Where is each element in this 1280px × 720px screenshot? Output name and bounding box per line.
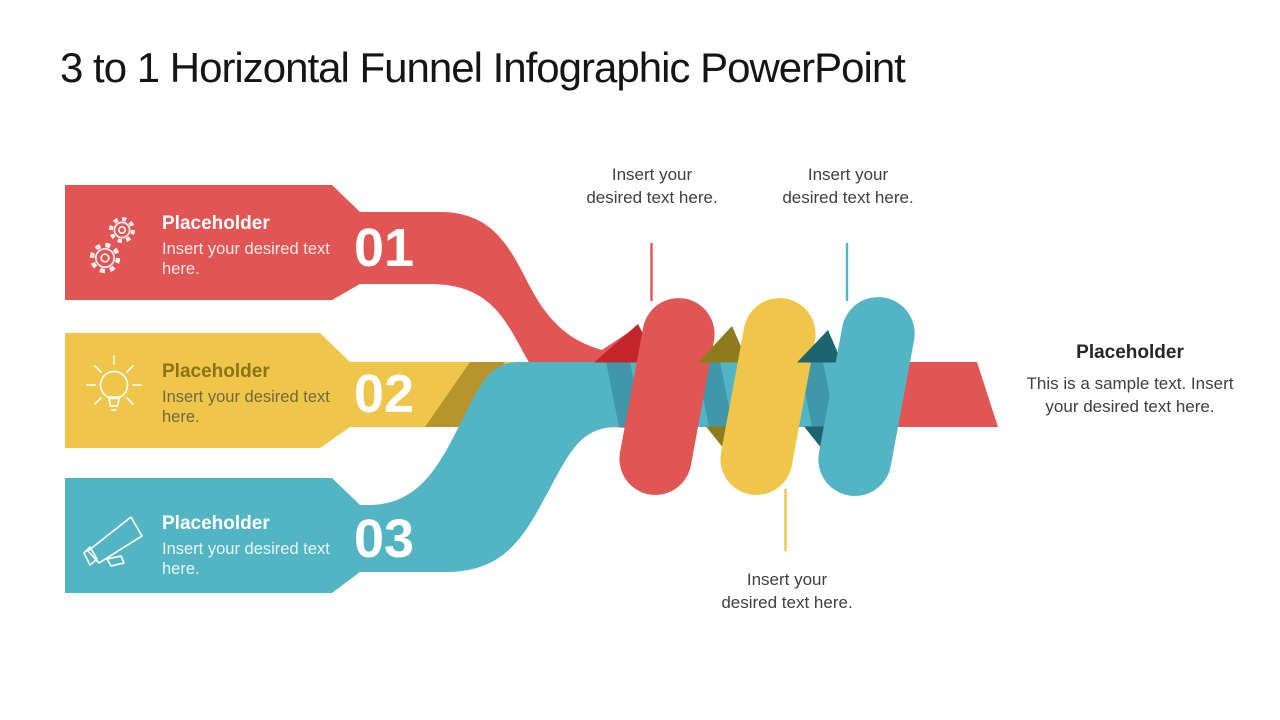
slide-title: 3 to 1 Horizontal Funnel Infographic Pow… xyxy=(60,44,906,91)
gears-icon xyxy=(89,217,135,274)
lightbulb-icon xyxy=(86,355,142,411)
yellow-loop xyxy=(720,298,816,495)
yellow-crossing-shadow xyxy=(425,362,505,427)
callout-top-right: Insert your desired text here. xyxy=(782,165,914,207)
teal-loop-fold-top xyxy=(797,330,842,363)
banner-3-number: 03 xyxy=(353,509,415,569)
banner-2-text: Placeholder Insert your desired text her… xyxy=(162,360,340,427)
teal-loop xyxy=(818,297,915,496)
banner-2-body: Insert your desired text here. xyxy=(162,388,330,426)
banner-2-number: 02 xyxy=(353,364,415,424)
side-note-body: This is a sample text. Insert your desir… xyxy=(1026,374,1234,416)
callout-top-left: Insert your desired text here. xyxy=(586,165,718,207)
banner-1-body: Insert your desired text here. xyxy=(162,240,330,278)
banner-3-body: Insert your desired text here. xyxy=(162,540,330,578)
banner-2-heading: Placeholder xyxy=(162,361,270,382)
banner-1-text: Placeholder Insert your desired text her… xyxy=(162,212,340,279)
red-loop xyxy=(619,298,715,495)
callout-bottom: Insert your desired text here. xyxy=(721,570,853,612)
banner-1-number: 01 xyxy=(353,218,415,278)
banner-3-text: Placeholder Insert your desired text her… xyxy=(162,512,340,579)
yellow-loop-fold-top xyxy=(698,326,748,363)
megaphone-icon xyxy=(83,516,143,567)
banner-3-heading: Placeholder xyxy=(162,513,270,534)
banner-1-heading: Placeholder xyxy=(162,213,270,234)
side-note-heading: Placeholder xyxy=(1076,342,1184,363)
red-banner-ribbon xyxy=(65,185,662,430)
